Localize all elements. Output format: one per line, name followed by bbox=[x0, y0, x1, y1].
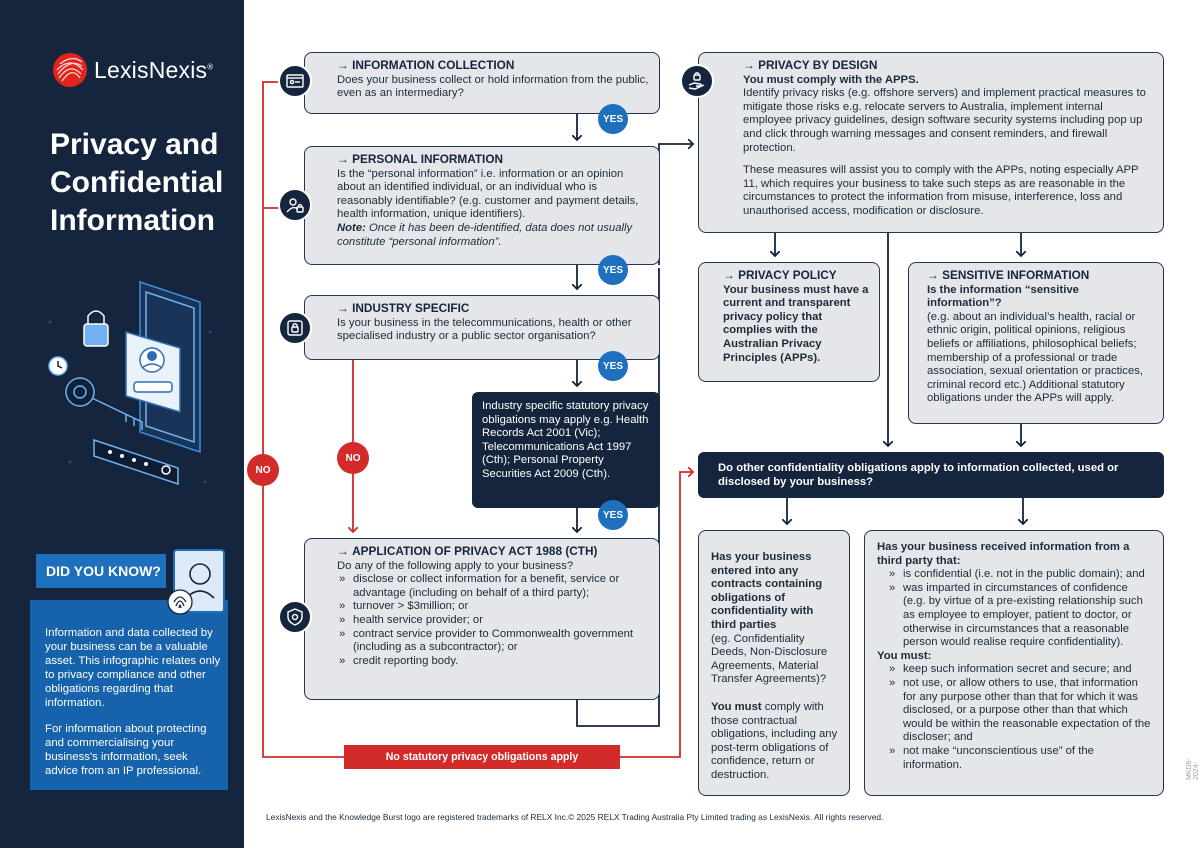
list-item: credit reporting body. bbox=[337, 655, 649, 669]
yes-badge: YES bbox=[598, 500, 628, 530]
knowledge-burst-logo-icon bbox=[53, 53, 87, 87]
list-item: was imparted in circumstances of confide… bbox=[887, 582, 1153, 650]
privacy-policy-box: PRIVACY POLICY Your business must have a… bbox=[698, 262, 880, 382]
brand-logo: LexisNexis® bbox=[52, 52, 213, 88]
list-item: not use, or allow others to use, that in… bbox=[887, 677, 1153, 745]
hand-lock-icon bbox=[680, 64, 714, 98]
list-item: keep such information secret and secure;… bbox=[887, 663, 1153, 677]
no-obligations-banner: No statutory privacy obligations apply bbox=[344, 745, 620, 769]
list-item: health service provider; or bbox=[337, 614, 649, 628]
user-lock-icon bbox=[278, 188, 312, 222]
third-party-obligations: keep such information secret and secure;… bbox=[887, 663, 1153, 772]
industry-statutory-box: Industry specific statutory privacy obli… bbox=[472, 392, 660, 508]
info-collection-box: INFORMATION COLLECTION Does your busines… bbox=[304, 52, 660, 114]
list-item: is confidential (i.e. not in the public … bbox=[887, 568, 1153, 582]
other-obligations-box: Do other confidentiality obligations app… bbox=[698, 452, 1164, 498]
did-you-know-panel bbox=[30, 600, 228, 790]
sensitive-info-box: SENSITIVE INFORMATION Is the information… bbox=[908, 262, 1164, 424]
third-party-box: Has your business received information f… bbox=[864, 530, 1164, 796]
brand-name: LexisNexis® bbox=[94, 56, 214, 83]
privacy-by-design-box: PRIVACY BY DESIGN You must comply with t… bbox=[698, 52, 1164, 233]
privacy-act-box: APPLICATION OF PRIVACY ACT 1988 (CTH) Do… bbox=[304, 538, 660, 700]
did-you-know-label: DID YOU KNOW? bbox=[36, 554, 166, 588]
list-item: not make “unconscientious use” of the in… bbox=[887, 745, 1153, 772]
third-party-conditions: is confidential (i.e. not in the public … bbox=[887, 568, 1153, 650]
no-badge: NO bbox=[337, 442, 369, 474]
yes-badge: YES bbox=[598, 104, 628, 134]
browser-id-icon bbox=[278, 64, 312, 98]
privacy-act-list: disclose or collect information for a be… bbox=[337, 573, 649, 668]
list-item: turnover > $3million; or bbox=[337, 600, 649, 614]
phone-security-illustration bbox=[48, 280, 212, 486]
id-card-lock-icon bbox=[278, 311, 312, 345]
industry-specific-box: INDUSTRY SPECIFIC Is your business in th… bbox=[304, 295, 660, 360]
document-code: MKD6-2024-PC bbox=[1186, 758, 1200, 780]
no-badge: NO bbox=[247, 454, 279, 486]
yes-badge: YES bbox=[598, 255, 628, 285]
contracts-box: Has your business entered into any contr… bbox=[698, 530, 850, 796]
footer-copyright: LexisNexis and the Knowledge Burst logo … bbox=[266, 812, 884, 822]
personal-info-box: PERSONAL INFORMATION Is the “personal in… bbox=[304, 146, 660, 265]
yes-badge: YES bbox=[598, 351, 628, 381]
fingerprint-icon bbox=[167, 589, 193, 615]
note-text: Note: Once it has been de-identified, da… bbox=[337, 221, 633, 248]
page-title: Privacy and Confidential Information bbox=[50, 128, 224, 237]
did-you-know-text: Information and data collected by your b… bbox=[45, 627, 221, 777]
face-scan-icon bbox=[167, 549, 225, 615]
list-item: disclose or collect information for a be… bbox=[337, 573, 649, 600]
shield-check-icon bbox=[278, 600, 312, 634]
list-item: contract service provider to Commonwealt… bbox=[337, 628, 649, 655]
